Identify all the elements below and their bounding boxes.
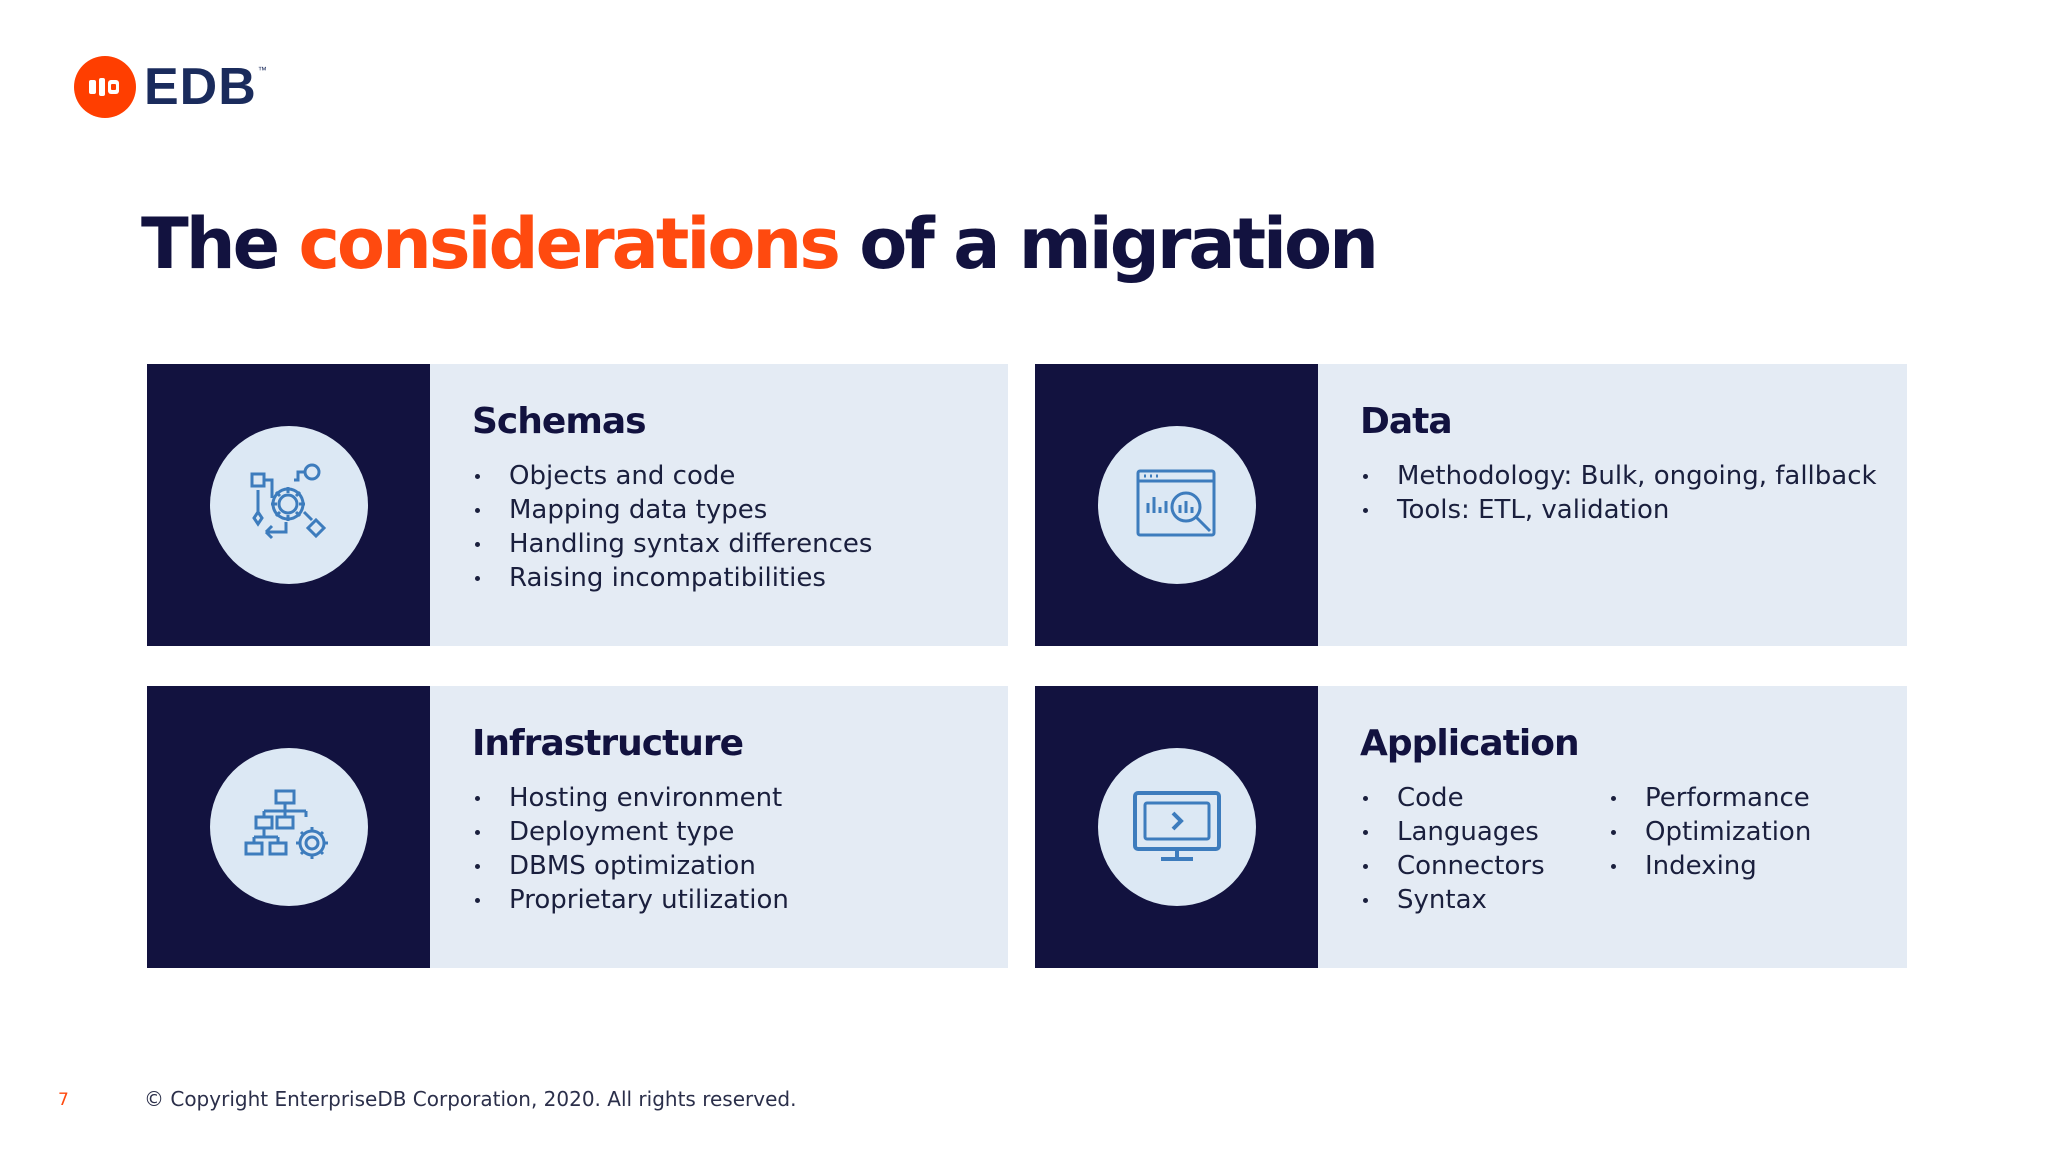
- bullet-list: Methodology: Bulk, ongoing, fallback Too…: [1360, 459, 1907, 527]
- list-item: Performance: [1608, 781, 1811, 815]
- card-icon-panel: [1035, 364, 1318, 646]
- list-item: Connectors: [1360, 849, 1554, 883]
- bullet-list: Performance Optimization Indexing: [1608, 781, 1811, 917]
- card-icon-panel: [147, 686, 430, 968]
- card-body: Schemas Objects and code Mapping data ty…: [430, 364, 1008, 646]
- list-item: Handling syntax differences: [472, 527, 1008, 561]
- edb-logo-mark-icon: [74, 56, 136, 118]
- bullet-list: Code Languages Connectors Syntax: [1360, 781, 1554, 917]
- bullet-list: Objects and code Mapping data types Hand…: [472, 459, 1008, 595]
- page-number: 7: [58, 1090, 69, 1110]
- card-title: Application: [1360, 723, 1580, 764]
- card-body: Infrastructure Hosting environment Deplo…: [430, 686, 1008, 968]
- icon-circle: [209, 748, 368, 906]
- schema-gear-flow-icon: [250, 463, 326, 540]
- list-item: Raising incompatibilities: [472, 561, 1008, 595]
- edb-logo: EDB ™: [74, 55, 267, 119]
- bullet-list: Hosting environment Deployment type DBMS…: [472, 781, 1008, 917]
- list-item: Code: [1360, 781, 1554, 815]
- title-part2: of a migration: [837, 203, 1379, 285]
- list-item: Hosting environment: [472, 781, 1008, 815]
- icon-circle: [1097, 426, 1256, 584]
- logo-trademark: ™: [257, 65, 267, 75]
- icon-circle: [1097, 748, 1256, 906]
- list-item: Tools: ETL, validation: [1360, 493, 1907, 527]
- card-title: Schemas: [472, 401, 647, 442]
- list-item: Languages: [1360, 815, 1554, 849]
- monitor-chevron-icon: [1132, 791, 1221, 861]
- card-infrastructure: Infrastructure Hosting environment Deplo…: [147, 686, 1008, 968]
- card-title: Data: [1360, 401, 1453, 442]
- list-item: Proprietary utilization: [472, 883, 1008, 917]
- slide-title: The considerations of a migration: [141, 203, 1379, 285]
- card-icon-panel: [1035, 686, 1318, 968]
- list-item: Optimization: [1608, 815, 1811, 849]
- list-item: Objects and code: [472, 459, 1008, 493]
- list-item: Mapping data types: [472, 493, 1008, 527]
- card-icon-panel: [147, 364, 430, 646]
- list-item: Indexing: [1608, 849, 1811, 883]
- list-item: DBMS optimization: [472, 849, 1008, 883]
- title-accent: considerations: [298, 203, 840, 285]
- card-data: Data Methodology: Bulk, ongoing, fallbac…: [1035, 364, 1907, 646]
- title-part1: The: [141, 203, 299, 285]
- card-body: Application Code Languages Connectors Sy…: [1318, 686, 1907, 968]
- card-application: Application Code Languages Connectors Sy…: [1035, 686, 1907, 968]
- edb-logo-text: EDB: [144, 58, 257, 116]
- icon-circle: [209, 426, 368, 584]
- card-title: Infrastructure: [472, 723, 744, 764]
- copyright-text: © Copyright EnterpriseDB Corporation, 20…: [144, 1087, 797, 1111]
- card-body: Data Methodology: Bulk, ongoing, fallbac…: [1318, 364, 1907, 646]
- two-column-list: Code Languages Connectors Syntax Perform…: [1360, 781, 1907, 917]
- list-item: Syntax: [1360, 883, 1554, 917]
- list-item: Methodology: Bulk, ongoing, fallback: [1360, 459, 1907, 493]
- data-analytics-magnifier-icon: [1136, 469, 1215, 537]
- hierarchy-gear-icon: [244, 789, 328, 859]
- list-item: Deployment type: [472, 815, 1008, 849]
- card-schemas: Schemas Objects and code Mapping data ty…: [147, 364, 1008, 646]
